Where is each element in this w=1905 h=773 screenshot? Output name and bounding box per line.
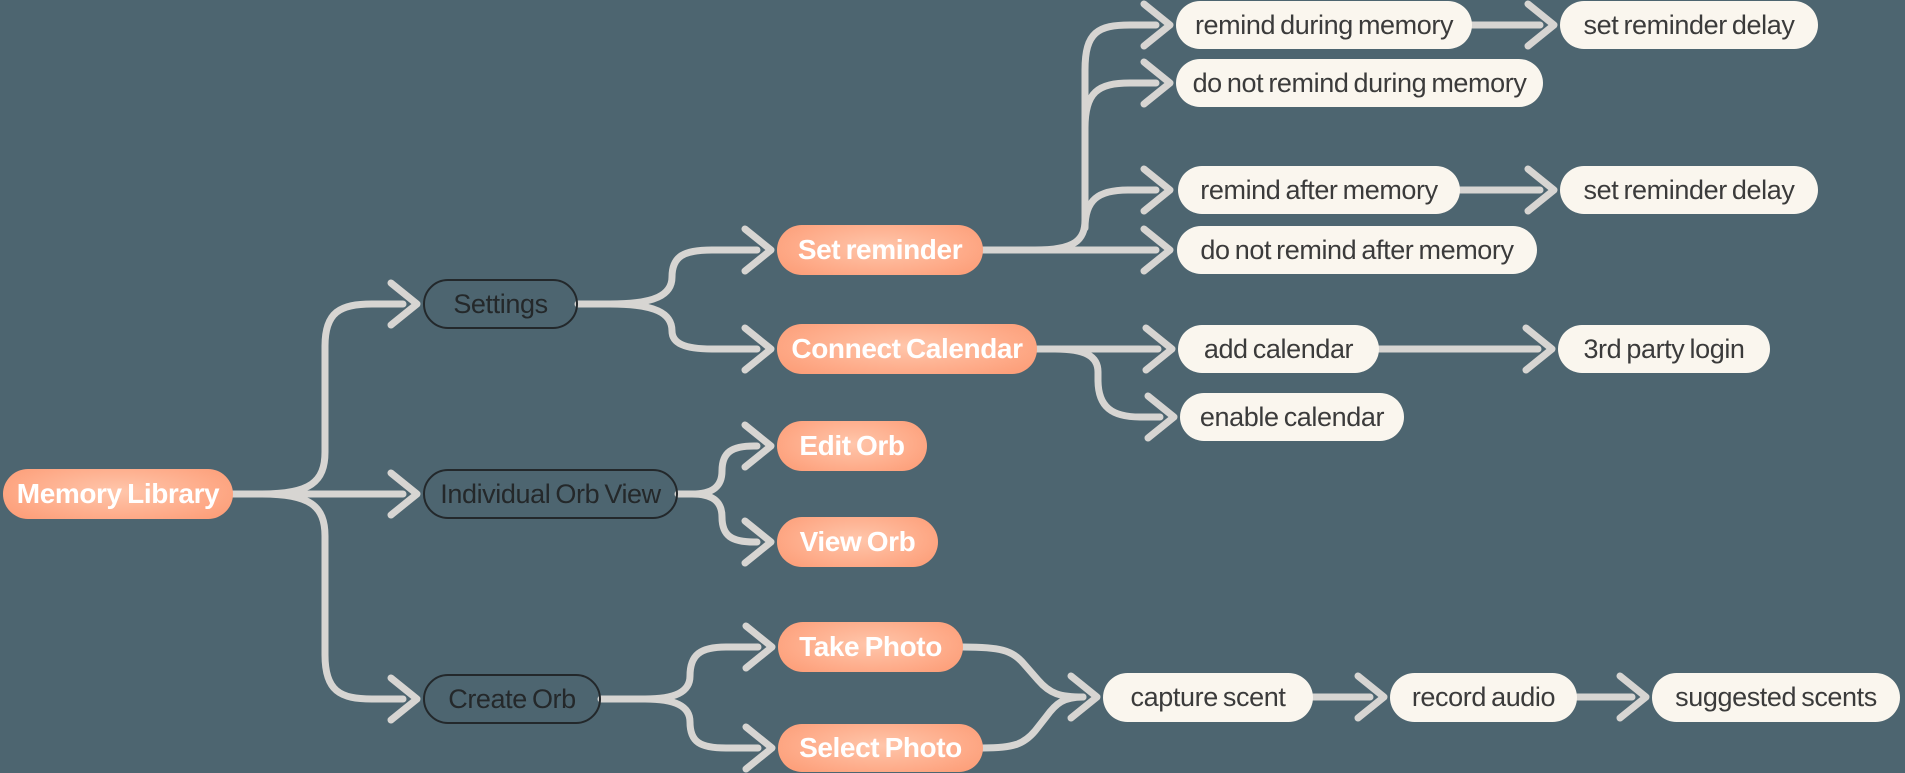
node-suggested-scents[interactable]: suggested scents — [1652, 673, 1900, 722]
node-label: set reminder delay — [1583, 174, 1795, 205]
edge-settings-connect-calendar — [606, 300, 775, 374]
node-label: record audio — [1411, 682, 1556, 712]
edge-create-orb-take-photo — [597, 622, 776, 703]
node-label: Edit Orb — [799, 430, 905, 461]
edge-set-reminder-remind-after-memory — [1081, 165, 1174, 232]
node-edit-orb[interactable]: Edit Orb — [777, 421, 927, 471]
node-individual-orb-view[interactable]: Individual Orb View — [423, 469, 678, 519]
edge-connect-calendar-enable-calendar — [1051, 345, 1178, 442]
node-label: Individual Orb View — [440, 478, 661, 509]
edge-individual-orb-view-view-orb — [688, 490, 775, 567]
node-memory-library[interactable]: Memory Library — [3, 469, 233, 519]
node-remind-during-memory[interactable]: remind during memory — [1176, 1, 1472, 49]
node-label: Connect Calendar — [791, 333, 1023, 364]
edge-add-calendar-third-party-login — [1375, 324, 1556, 374]
node-label: Take Photo — [799, 631, 942, 662]
node-select-photo[interactable]: Select Photo — [778, 724, 983, 772]
node-label: remind after memory — [1200, 174, 1438, 205]
edge-remind-during-memory-set-reminder-delay — [1468, 0, 1558, 50]
node-set-reminder[interactable]: Set reminder — [777, 225, 983, 275]
node-label: add calendar — [1203, 333, 1354, 364]
node-label: View Orb — [799, 526, 916, 557]
node-label: do not remind during memory — [1192, 67, 1527, 98]
edge-settings-set-reminder — [574, 225, 775, 308]
edge-select-photo-capture-scent — [979, 672, 1101, 752]
node-set-reminder-delay-2[interactable]: set reminder delay — [1560, 166, 1818, 214]
edge-memory-library-settings — [258, 279, 421, 498]
node-label: Memory Library — [16, 478, 220, 509]
node-set-reminder-delay-1[interactable]: set reminder delay — [1560, 1, 1818, 49]
node-connect-calendar[interactable]: Connect Calendar — [777, 324, 1037, 374]
edge-set-reminder-do-not-remind-during-memory — [1081, 58, 1174, 132]
node-label: remind during memory — [1194, 9, 1454, 40]
node-create-orb[interactable]: Create Orb — [423, 674, 601, 724]
node-record-audio[interactable]: record audio — [1390, 673, 1577, 722]
node-do-not-remind-after-memory[interactable]: do not remind after memory — [1177, 226, 1537, 274]
edge-set-reminder-remind-during-memory — [1031, 0, 1174, 254]
node-label: suggested scents — [1675, 682, 1877, 712]
node-settings[interactable]: Settings — [423, 279, 578, 329]
node-label: Select Photo — [799, 732, 962, 763]
edge-capture-scent-record-audio — [1309, 672, 1388, 722]
node-label: Set reminder — [797, 234, 963, 265]
edge-take-photo-capture-scent — [959, 643, 1087, 701]
edge-remind-after-memory-set-reminder-delay — [1456, 165, 1558, 215]
edge-record-audio-suggested-scents — [1573, 672, 1650, 722]
edge-memory-library-create-orb — [258, 490, 421, 724]
edge-create-orb-select-photo — [641, 695, 776, 773]
node-label: do not remind after memory — [1200, 234, 1514, 265]
node-view-orb[interactable]: View Orb — [777, 517, 938, 567]
node-add-calendar[interactable]: add calendar — [1178, 325, 1379, 373]
edge-individual-orb-view-edit-orb — [674, 421, 775, 498]
node-label: set reminder delay — [1583, 9, 1795, 40]
node-label: Settings — [453, 288, 548, 319]
node-label: Create Orb — [448, 683, 576, 714]
node-do-not-remind-during-memory[interactable]: do not remind during memory — [1176, 59, 1543, 107]
node-third-party-login[interactable]: 3rd party login — [1558, 325, 1770, 373]
node-capture-scent[interactable]: capture scent — [1103, 673, 1313, 722]
node-enable-calendar[interactable]: enable calendar — [1180, 393, 1404, 441]
node-take-photo[interactable]: Take Photo — [778, 622, 963, 672]
node-label: capture scent — [1130, 682, 1286, 712]
node-label: enable calendar — [1199, 401, 1385, 432]
node-label: 3rd party login — [1583, 333, 1745, 364]
node-remind-after-memory[interactable]: remind after memory — [1178, 166, 1460, 214]
edge-set-reminder-do-not-remind-after-memory — [979, 225, 1174, 275]
